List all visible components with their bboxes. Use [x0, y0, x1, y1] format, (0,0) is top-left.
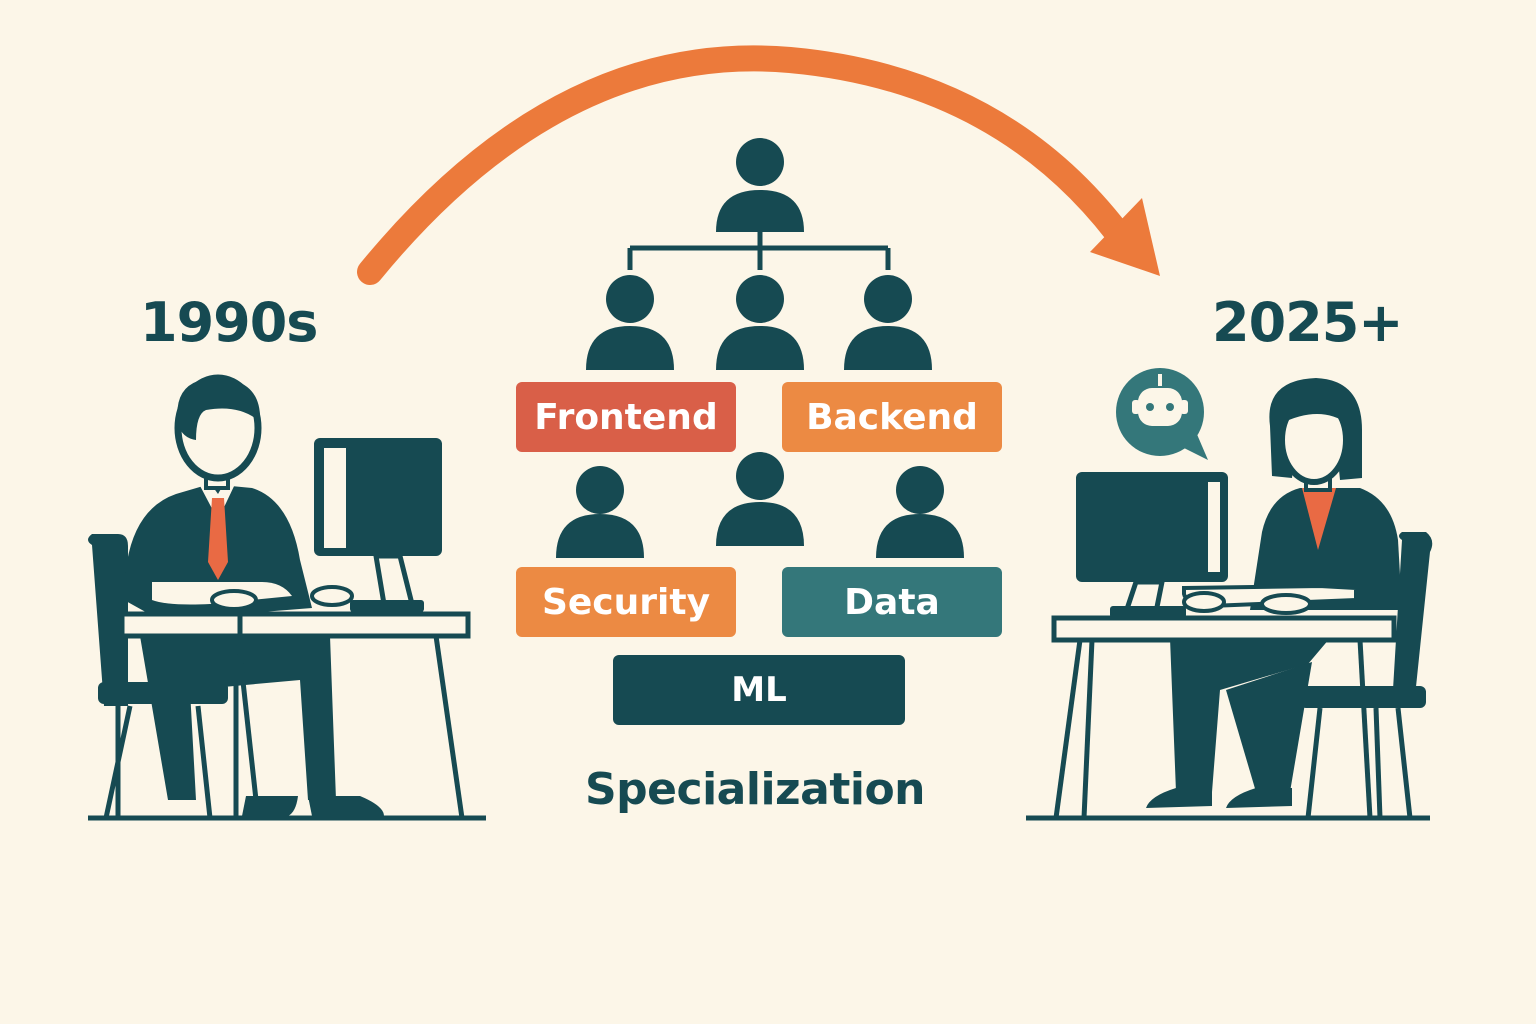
developer-2025-scene [1026, 368, 1433, 821]
org-chart-icon [556, 138, 964, 558]
person-icon-team-3 [844, 275, 932, 370]
era-label-start: 1990s [140, 291, 318, 354]
developer-1990s-scene [88, 374, 486, 821]
person-icon-1990s [124, 374, 384, 816]
person-icon-team-5 [716, 452, 804, 546]
person-icon-team-1 [586, 275, 674, 370]
person-icon-team-2 [716, 275, 804, 370]
robot-chat-icon [1116, 368, 1208, 460]
person-icon-manager [716, 138, 804, 232]
role-tag-security: Security [516, 567, 736, 637]
role-tag-ml: ML [613, 655, 905, 725]
arrow-arc-icon [357, 45, 1160, 285]
person-icon-2025 [1146, 378, 1402, 808]
desk-icon-2025 [1051, 615, 1397, 819]
person-icon-team-6 [876, 466, 964, 558]
person-icon-team-4 [556, 466, 644, 558]
role-tag-data: Data [782, 567, 1002, 637]
desk-icon [119, 611, 471, 819]
role-tag-backend: Backend [782, 382, 1002, 452]
era-label-end: 2025+ [1212, 291, 1404, 354]
computer-monitor-icon-2025 [1076, 472, 1228, 618]
org-connector-lines [627, 232, 891, 270]
computer-monitor-icon-1990s [314, 438, 442, 612]
diagram-caption: Specialization [584, 764, 926, 815]
role-tag-frontend: Frontend [516, 382, 736, 452]
